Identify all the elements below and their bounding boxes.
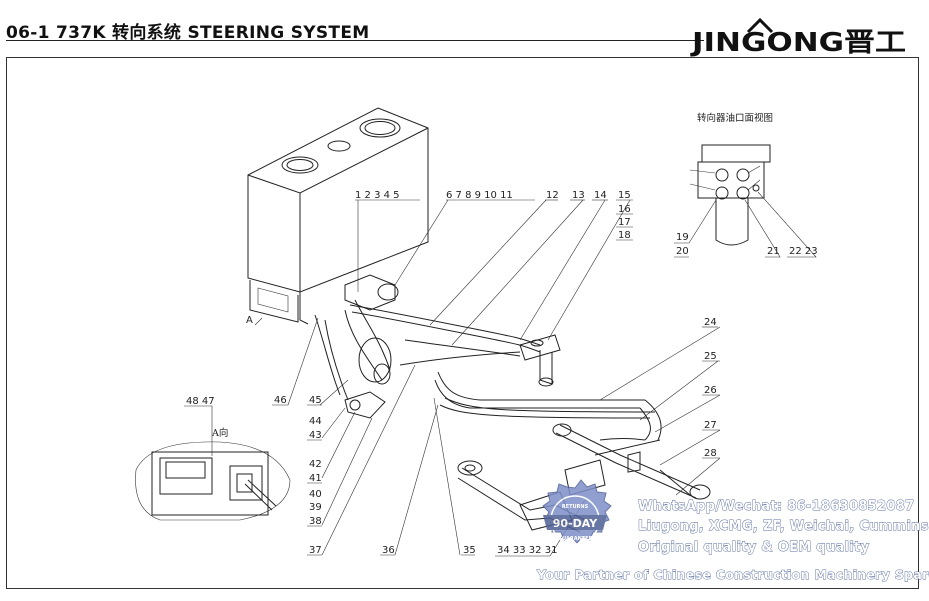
port-label-21: 21 <box>767 246 780 257</box>
inset-a-title: A向 <box>211 427 228 439</box>
page-title: 06-1 737K 转向系统 STEERING SYSTEM <box>6 23 370 43</box>
callout-1-5: 1 2 3 4 5 <box>355 190 400 201</box>
callout-17: 17 <box>618 217 631 228</box>
callout-6-11: 6 7 8 9 10 11 <box>446 190 513 201</box>
port-view-title: 转向器油口面视图 <box>697 112 773 124</box>
callout-41: 41 <box>309 473 322 484</box>
jingong-logo: JINGONG晋工 <box>690 18 906 58</box>
priority-valve <box>519 334 561 387</box>
callout-27: 27 <box>704 420 717 431</box>
callout-36: 36 <box>382 545 395 556</box>
hydraulic-tank <box>247 107 429 325</box>
callout-28: 28 <box>704 448 717 459</box>
view-a-label: A <box>246 315 253 326</box>
watermark-line-3: Original quality & OEM quality <box>638 540 870 555</box>
header-rule <box>6 40 704 41</box>
callout-13: 13 <box>572 190 585 201</box>
watermark-line-2: Liugong, XCMG, ZF, Weichai, Cummins <box>638 519 929 534</box>
drawing-frame <box>6 57 919 589</box>
callouts-bottom: 36 35 34 33 32 31 <box>380 545 557 556</box>
callout-44: 44 <box>309 416 322 427</box>
view-a-inset: 48 47 A向 <box>135 396 291 521</box>
watermark-line-4: Your Partner of Chinese Construction Mac… <box>536 567 929 582</box>
watermark-line-1: WhatsApp/Wechat: 86-18630852087 <box>638 499 914 514</box>
callout-39: 39 <box>309 502 322 513</box>
steering-valve <box>344 274 399 419</box>
port-label-20: 20 <box>676 246 689 257</box>
seal-text: 90-DAY <box>553 517 598 530</box>
view-a-marker: A <box>246 315 263 326</box>
leader-lines <box>287 199 721 557</box>
callout-25: 25 <box>704 351 717 362</box>
watermark-text: WhatsApp/Wechat: 86-18630852087 Liugong,… <box>536 499 929 583</box>
hydraulic-lines <box>314 299 662 456</box>
callout-40: 40 <box>309 489 322 500</box>
callout-15: 15 <box>618 190 631 201</box>
seal-ring-bottom: GUARANTEE <box>558 536 593 542</box>
callout-26: 26 <box>704 385 717 396</box>
callout-42: 42 <box>309 459 322 470</box>
callout-35: 35 <box>463 545 476 556</box>
callout-46: 46 <box>274 395 287 406</box>
callout-18: 18 <box>618 230 631 241</box>
guarantee-seal: 90-DAY RETURNS GUARANTEE <box>542 479 612 545</box>
callouts-right: 24 25 26 27 28 <box>702 317 720 459</box>
logo-text: JINGONG晋工 <box>690 28 906 58</box>
callout-12: 12 <box>546 190 559 201</box>
callout-14: 14 <box>594 190 607 201</box>
callout-37: 37 <box>309 545 322 556</box>
seal-ring-top: RETURNS <box>562 504 589 510</box>
port-label-22-23: 22 23 <box>789 246 818 257</box>
callouts-top: 1 2 3 4 5 6 7 8 9 10 11 12 13 14 15 16 1… <box>355 190 633 241</box>
port-view-inset: 转向器油口面视图 19 20 21 22 23 <box>674 112 818 258</box>
callout-45: 45 <box>309 395 322 406</box>
callout-16: 16 <box>618 204 631 215</box>
inset-a-parts: 48 47 <box>186 396 215 407</box>
callout-38: 38 <box>309 516 322 527</box>
callout-24: 24 <box>704 317 717 328</box>
callouts-left: 46 45 44 43 42 41 40 39 38 37 <box>272 395 322 556</box>
callout-43: 43 <box>309 430 322 441</box>
callout-34-31: 34 33 32 31 <box>497 545 557 556</box>
port-label-19: 19 <box>676 232 689 243</box>
